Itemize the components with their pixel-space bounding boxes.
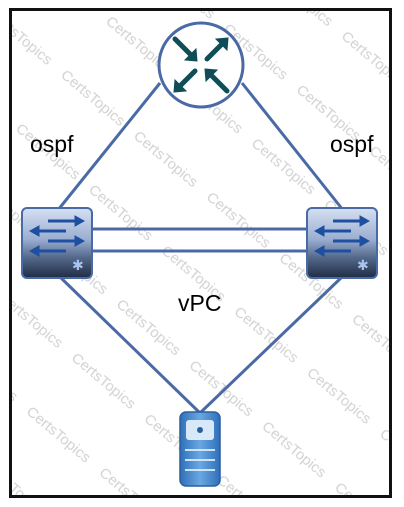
layer3-switch-left: ✱ bbox=[21, 207, 93, 279]
links bbox=[56, 82, 345, 415]
label-ospf-right: ospf bbox=[330, 131, 374, 157]
link-router-to-left-switch bbox=[56, 82, 162, 211]
layer3-switch-right: ✱ bbox=[306, 207, 378, 279]
link-right-switch-to-server bbox=[198, 275, 344, 415]
link-left-switch-to-server bbox=[58, 275, 202, 415]
server-icon bbox=[179, 411, 221, 487]
router-icon bbox=[157, 21, 245, 109]
label-vpc: vPC bbox=[178, 290, 221, 316]
link-router-to-right-switch bbox=[240, 82, 345, 211]
svg-text:✱: ✱ bbox=[357, 258, 369, 274]
svg-text:✱: ✱ bbox=[72, 258, 84, 274]
label-ospf-left: ospf bbox=[30, 131, 74, 157]
